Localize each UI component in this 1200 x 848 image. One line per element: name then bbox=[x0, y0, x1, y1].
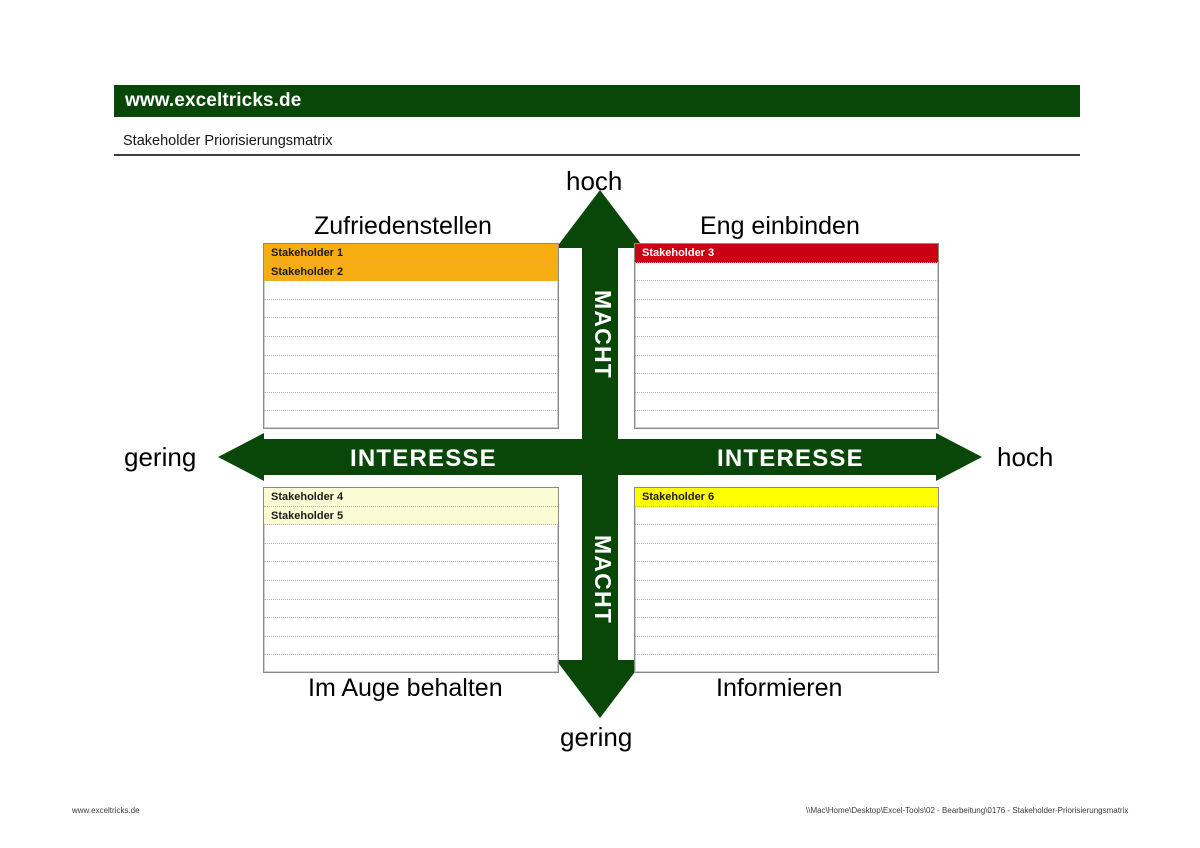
stakeholder-list-bottom-right[interactable]: Stakeholder 6 bbox=[634, 487, 939, 673]
stakeholder-empty-row[interactable] bbox=[264, 318, 558, 337]
stakeholder-entry[interactable]: Stakeholder 5 bbox=[264, 506, 558, 526]
stakeholder-empty-row[interactable] bbox=[635, 318, 938, 337]
stakeholder-empty-row[interactable] bbox=[264, 411, 558, 428]
power-axis-arrow bbox=[556, 190, 644, 718]
stakeholder-empty-row[interactable] bbox=[264, 618, 558, 637]
stakeholder-empty-row[interactable] bbox=[635, 281, 938, 300]
stakeholder-empty-row[interactable] bbox=[264, 544, 558, 563]
quadrant-title-bottom-right: Informieren bbox=[716, 674, 843, 702]
page-title: Stakeholder Priorisierungsmatrix bbox=[123, 133, 333, 149]
axis-label-power-high: hoch bbox=[566, 166, 623, 196]
stakeholder-empty-row[interactable] bbox=[635, 374, 938, 393]
quadrant-title-top-left: Zufriedenstellen bbox=[314, 212, 492, 240]
stakeholder-empty-row[interactable] bbox=[264, 337, 558, 356]
stakeholder-empty-row[interactable] bbox=[264, 300, 558, 319]
stakeholder-entry[interactable]: Stakeholder 1 bbox=[264, 244, 558, 263]
stakeholder-empty-row[interactable] bbox=[635, 637, 938, 656]
interest-axis-label-left: INTERESSE bbox=[350, 445, 497, 472]
header-divider bbox=[114, 154, 1080, 156]
interest-axis-arrow bbox=[218, 433, 982, 481]
stakeholder-empty-row[interactable] bbox=[635, 337, 938, 356]
site-title: www.exceltricks.de bbox=[125, 90, 302, 111]
stakeholder-empty-row[interactable] bbox=[635, 356, 938, 375]
header-bar: www.exceltricks.de bbox=[114, 85, 1080, 117]
quadrant-title-bottom-left: Im Auge behalten bbox=[308, 674, 503, 702]
stakeholder-entry[interactable]: Stakeholder 3 bbox=[635, 244, 938, 263]
stakeholder-empty-row[interactable] bbox=[635, 525, 938, 544]
footer-site: www.exceltricks.de bbox=[72, 806, 140, 815]
stakeholder-empty-row[interactable] bbox=[264, 600, 558, 619]
stakeholder-empty-row[interactable] bbox=[635, 600, 938, 619]
stakeholder-empty-row[interactable] bbox=[264, 356, 558, 375]
stakeholder-empty-row[interactable] bbox=[635, 263, 938, 282]
stakeholder-empty-row[interactable] bbox=[264, 374, 558, 393]
stakeholder-empty-row[interactable] bbox=[635, 562, 938, 581]
interest-axis-label-right: INTERESSE bbox=[717, 445, 864, 472]
footer-filepath: \\Mac\Home\Desktop\Excel-Tools\02 - Bear… bbox=[806, 806, 1129, 815]
stakeholder-entry[interactable]: Stakeholder 4 bbox=[264, 488, 558, 507]
stakeholder-empty-row[interactable] bbox=[635, 411, 938, 428]
stakeholder-empty-row[interactable] bbox=[635, 507, 938, 526]
stakeholder-entry[interactable]: Stakeholder 6 bbox=[635, 488, 938, 507]
stakeholder-empty-row[interactable] bbox=[264, 655, 558, 672]
stakeholder-empty-row[interactable] bbox=[264, 562, 558, 581]
stakeholder-empty-row[interactable] bbox=[635, 581, 938, 600]
stakeholder-entry[interactable]: Stakeholder 2 bbox=[264, 262, 558, 282]
stakeholder-empty-row[interactable] bbox=[635, 618, 938, 637]
stakeholder-empty-row[interactable] bbox=[264, 581, 558, 600]
stakeholder-empty-row[interactable] bbox=[635, 544, 938, 563]
stakeholder-empty-row[interactable] bbox=[635, 393, 938, 412]
stakeholder-empty-row[interactable] bbox=[635, 655, 938, 672]
quadrant-title-top-right: Eng einbinden bbox=[700, 212, 860, 240]
stakeholder-empty-row[interactable] bbox=[264, 393, 558, 412]
power-axis-label-upper: MACHT bbox=[590, 290, 616, 380]
axis-label-interest-low: gering bbox=[124, 442, 197, 472]
stakeholder-empty-row[interactable] bbox=[264, 637, 558, 656]
power-axis-label-lower: MACHT bbox=[590, 535, 616, 625]
stakeholder-empty-row[interactable] bbox=[264, 525, 558, 544]
stakeholder-empty-row[interactable] bbox=[635, 300, 938, 319]
axis-label-interest-high: hoch bbox=[997, 442, 1054, 472]
stakeholder-list-top-right[interactable]: Stakeholder 3 bbox=[634, 243, 939, 429]
axis-label-power-low: gering bbox=[560, 722, 633, 752]
stakeholder-empty-row[interactable] bbox=[264, 281, 558, 300]
